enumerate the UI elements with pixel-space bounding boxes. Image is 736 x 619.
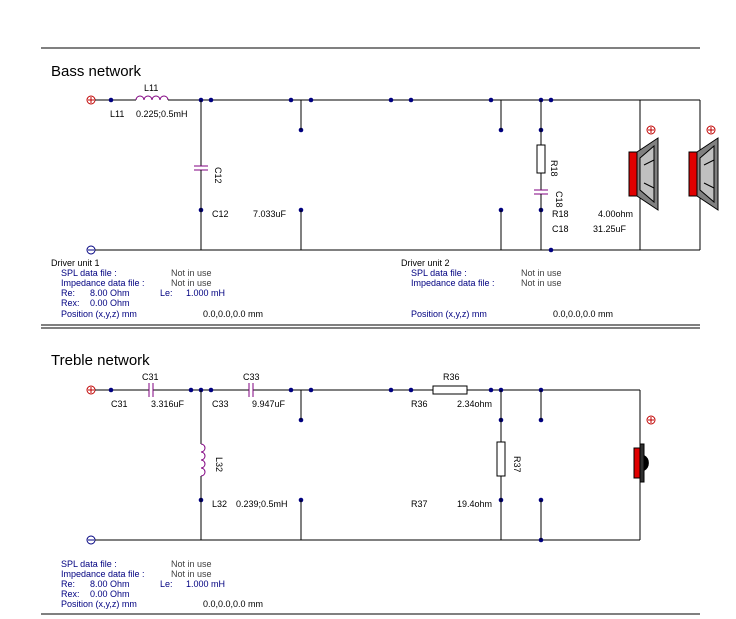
c12-name: C12 xyxy=(213,167,223,184)
speaker-icon[interactable] xyxy=(688,100,719,250)
capacitor-c31[interactable] xyxy=(148,383,154,397)
r37-value: 19.4ohm xyxy=(457,499,492,509)
driver2-pos-label: Position (x,y,z) mm xyxy=(411,309,487,319)
l11-name: L11 xyxy=(144,83,158,93)
c18-label: C18 xyxy=(552,224,569,234)
driver1-imp-value: Not in use xyxy=(171,278,212,288)
r18-label: R18 xyxy=(552,209,569,219)
r36-label: R36 xyxy=(411,399,428,409)
driver1-re-label: Re: xyxy=(61,288,75,298)
driver2-imp-label: Impedance data file : xyxy=(411,278,495,288)
capacitor-c12[interactable] xyxy=(194,100,208,250)
inductor-l32[interactable] xyxy=(200,390,206,540)
capacitor-c33[interactable] xyxy=(248,383,254,397)
driver2-spl-label: SPL data file : xyxy=(411,268,467,278)
driver-unit-1-info[interactable]: Driver unit 1 SPL data file : Not in use… xyxy=(51,258,263,319)
tdriver-pos-label: Position (x,y,z) mm xyxy=(61,599,137,609)
driver1-le-value: 1.000 mH xyxy=(186,288,225,298)
tdriver-re-label: Re: xyxy=(61,579,75,589)
driver1-spl-label: SPL data file : xyxy=(61,268,117,278)
driver1-pos-value: 0.0,0.0,0.0 mm xyxy=(203,309,263,319)
c12-label: C12 xyxy=(212,209,229,219)
l11-label: L11 xyxy=(110,109,124,119)
tdriver-imp-value: Not in use xyxy=(171,569,212,579)
driver1-rex-label: Rex: xyxy=(61,298,80,308)
l32-value: 0.239;0.5mH xyxy=(236,499,288,509)
section-separator xyxy=(41,324,700,329)
plus-terminal-icon[interactable] xyxy=(86,95,96,105)
speaker-icon[interactable] xyxy=(628,100,659,250)
driver2-pos-value: 0.0,0.0,0.0 mm xyxy=(553,309,613,319)
treble-driver-info[interactable]: SPL data file : Not in use Impedance dat… xyxy=(61,559,263,609)
driver2-imp-value: Not in use xyxy=(521,278,562,288)
tdriver-rex-value: 0.00 Ohm xyxy=(90,589,130,599)
c31-label: C31 xyxy=(111,399,128,409)
tdriver-imp-label: Impedance data file : xyxy=(61,569,145,579)
driver1-imp-label: Impedance data file : xyxy=(61,278,145,288)
r37-name: R37 xyxy=(512,456,522,473)
inductor-l11[interactable] xyxy=(135,95,170,101)
plus-terminal-icon xyxy=(706,125,716,135)
tdriver-rex-label: Rex: xyxy=(61,589,80,599)
driver1-heading: Driver unit 1 xyxy=(51,258,100,268)
plus-terminal-icon xyxy=(646,415,656,425)
driver1-rex-value: 0.00 Ohm xyxy=(90,298,130,308)
plus-terminal-icon xyxy=(646,125,656,135)
tdriver-le-value: 1.000 mH xyxy=(186,579,225,589)
r36-name: R36 xyxy=(443,372,460,382)
tweeter-icon[interactable] xyxy=(633,390,649,540)
c33-name: C33 xyxy=(243,372,260,382)
c12-value: 7.033uF xyxy=(253,209,287,219)
r18-value: 4.00ohm xyxy=(598,209,633,219)
tdriver-re-value: 8.00 Ohm xyxy=(90,579,130,589)
tdriver-spl-value: Not in use xyxy=(171,559,212,569)
driver1-re-value: 8.00 Ohm xyxy=(90,288,130,298)
minus-terminal-icon[interactable] xyxy=(86,535,96,545)
driver1-pos-label: Position (x,y,z) mm xyxy=(61,309,137,319)
c31-value: 3.316uF xyxy=(151,399,185,409)
l32-label: L32 xyxy=(212,499,227,509)
resistor-r37[interactable] xyxy=(496,390,506,540)
driver-unit-2-info[interactable]: Driver unit 2 SPL data file : Not in use… xyxy=(401,258,613,319)
capacitor-c18[interactable] xyxy=(534,189,548,250)
tdriver-spl-label: SPL data file : xyxy=(61,559,117,569)
tdriver-pos-value: 0.0,0.0,0.0 mm xyxy=(203,599,263,609)
treble-junction-dots xyxy=(108,387,544,543)
c33-label: C33 xyxy=(212,399,229,409)
c18-value: 31.25uF xyxy=(593,224,627,234)
bass-network-title: Bass network xyxy=(51,63,142,80)
bass-junction-dots xyxy=(108,97,554,253)
r36-value: 2.34ohm xyxy=(457,399,492,409)
l32-name: L32 xyxy=(214,457,224,472)
r18-name: R18 xyxy=(549,160,559,177)
driver1-le-label: Le: xyxy=(160,288,173,298)
r37-label: R37 xyxy=(411,499,428,509)
minus-terminal-icon[interactable] xyxy=(86,245,96,255)
driver2-spl-value: Not in use xyxy=(521,268,562,278)
driver2-heading: Driver unit 2 xyxy=(401,258,450,268)
l11-value: 0.225;0.5mH xyxy=(136,109,188,119)
c18-name: C18 xyxy=(554,191,564,208)
driver1-spl-value: Not in use xyxy=(171,268,212,278)
tdriver-le-label: Le: xyxy=(160,579,173,589)
resistor-r18[interactable] xyxy=(536,100,546,190)
c33-value: 9.947uF xyxy=(252,399,286,409)
resistor-r36[interactable] xyxy=(432,385,468,395)
treble-network-title: Treble network xyxy=(51,352,150,369)
plus-terminal-icon[interactable] xyxy=(86,385,96,395)
c31-name: C31 xyxy=(142,372,159,382)
